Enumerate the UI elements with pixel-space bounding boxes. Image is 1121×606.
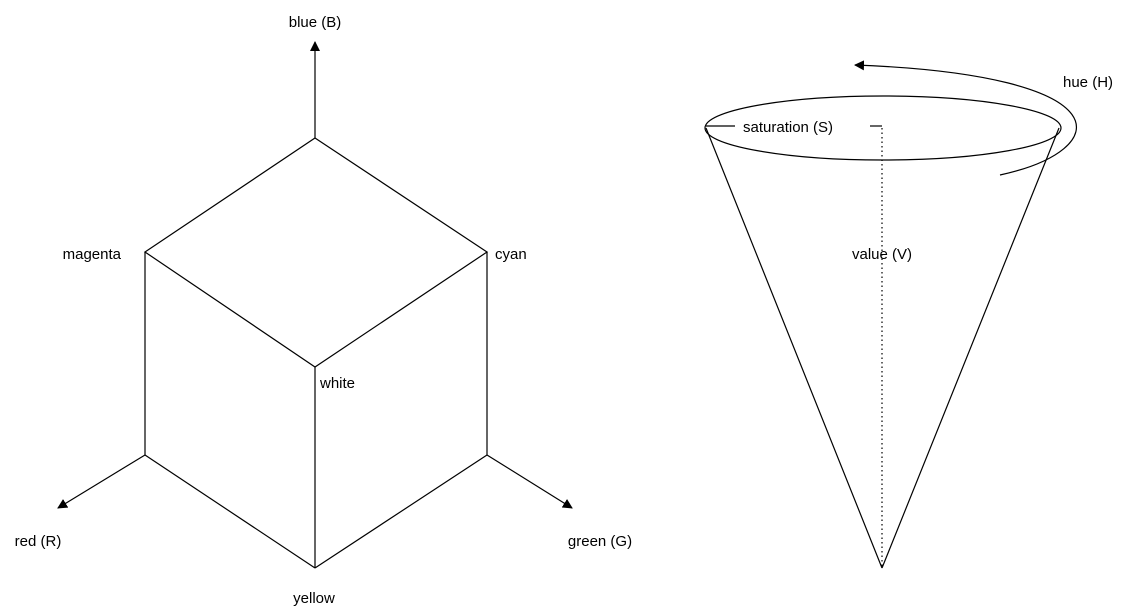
cube-top-face (143, 137, 489, 368)
cone-right-side (881, 127, 1060, 569)
hue-arrow (854, 60, 1078, 176)
magenta-label: magenta (63, 246, 122, 263)
cube-edge-green-yellow (314, 454, 488, 569)
value-label: value (V) (852, 246, 912, 263)
yellow-label: yellow (293, 590, 335, 606)
cone-top-ellipse (704, 95, 1062, 161)
white-label: white (319, 375, 355, 392)
red-label: red (R) (15, 533, 62, 550)
red-axis (57, 454, 146, 509)
hue-label: hue (H) (1063, 74, 1113, 91)
green-label: green (G) (568, 533, 632, 550)
cone-left-side (705, 127, 883, 569)
rgb-cube: blue (B) magenta cyan white red (R) gree… (15, 14, 632, 606)
cube-edge-red-yellow (144, 454, 316, 569)
cyan-label: cyan (495, 246, 527, 263)
green-axis (486, 454, 573, 509)
blue-label: blue (B) (289, 14, 342, 31)
saturation-label: saturation (S) (743, 119, 833, 136)
hsv-cone: hue (H) saturation (S) value (V) (704, 60, 1113, 569)
